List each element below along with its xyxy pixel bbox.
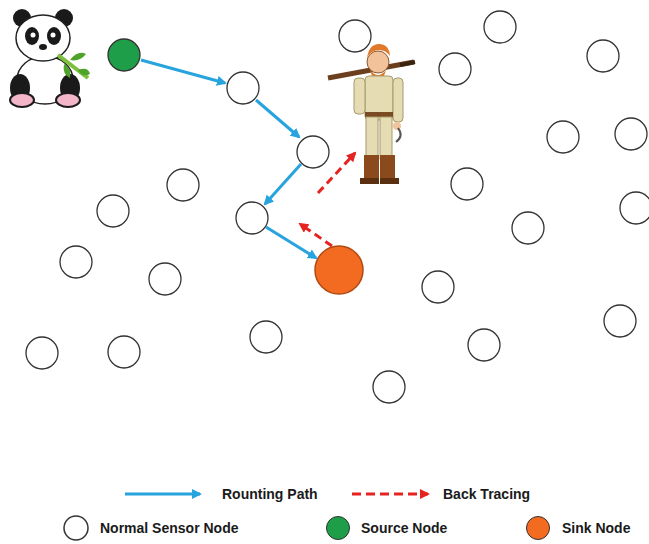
hunter-figure: [366, 117, 378, 159]
normal-sensor-node: [297, 136, 329, 168]
legend-label: Rounting Path: [222, 485, 318, 503]
sink-node: [315, 246, 363, 294]
legend-line-sample: [125, 493, 200, 496]
normal-sensor-node: [604, 305, 636, 337]
panda-figure: [39, 44, 47, 50]
normal-sensor-node: [620, 192, 649, 224]
normal-sensor-node: [451, 168, 483, 200]
legend-line-sample: [352, 493, 428, 496]
back-tracing-arrow: [300, 224, 332, 246]
hunter-figure: [380, 155, 395, 181]
hunter-figure: [364, 155, 379, 181]
source-node: [108, 39, 140, 71]
routing-path-arrow: [256, 100, 299, 137]
routing-path-arrow: [141, 60, 316, 258]
routing-path-arrow: [141, 60, 225, 83]
panda-figure: [51, 33, 56, 38]
back-tracing-arrow: [318, 153, 355, 193]
legend-label: Back Tracing: [443, 485, 530, 503]
panda-figure: [64, 64, 71, 78]
normal-sensor-node: [484, 11, 516, 43]
panda-figure: [16, 15, 70, 61]
normal-sensor-node: [26, 11, 649, 403]
hunter-figure: [365, 112, 393, 117]
normal-sensor-node: [26, 337, 58, 369]
normal-sensor-node: [60, 246, 92, 278]
panda-figure: [47, 27, 61, 45]
hunter-figure: [393, 122, 401, 130]
normal-sensor-node: [547, 121, 579, 153]
legend-label: Normal Sensor Node: [100, 519, 238, 537]
hunter-figure: [380, 178, 399, 184]
panda-figure: [31, 33, 36, 38]
normal-sensor-node: [250, 321, 282, 353]
legend-node-sample: [64, 516, 88, 540]
hunter-figure: [367, 44, 390, 58]
normal-sensor-node: [108, 336, 140, 368]
panda-figure: [78, 69, 90, 76]
normal-sensor-node: [97, 195, 129, 227]
back-tracing-arrow: [300, 153, 355, 246]
normal-sensor-node: [587, 40, 619, 72]
legend-swatch: [526, 516, 550, 540]
legend-label: Sink Node: [562, 519, 630, 537]
hunter-figure: [360, 178, 379, 184]
hunter-figure: [354, 78, 365, 114]
normal-sensor-node: [512, 212, 544, 244]
legend-label: Source Node: [361, 519, 447, 537]
normal-sensor-node: [149, 263, 181, 295]
hunter-figure: [365, 76, 393, 120]
panda-figure: [10, 93, 34, 107]
hunter-figure: [367, 51, 389, 73]
hunter-figure: [328, 44, 415, 184]
normal-sensor-node: [236, 202, 268, 234]
panda-figure: [25, 27, 39, 45]
legend-swatch: [326, 516, 350, 540]
hunter-figure: [393, 78, 403, 122]
hunter-figure: [400, 62, 415, 65]
legend-node-sample: [64, 516, 88, 540]
hunter-figure: [380, 117, 392, 159]
routing-path-arrow: [265, 164, 301, 204]
normal-sensor-node: [373, 371, 405, 403]
normal-sensor-node: [167, 169, 199, 201]
normal-sensor-node: [422, 271, 454, 303]
normal-sensor-node: [468, 329, 500, 361]
source-node: [108, 39, 140, 71]
normal-sensor-node: [339, 20, 371, 52]
panda-figure: [56, 93, 80, 107]
normal-sensor-node: [615, 118, 647, 150]
hunter-figure: [396, 128, 401, 142]
normal-sensor-node: [227, 72, 259, 104]
sink-node: [315, 246, 363, 294]
normal-sensor-node: [439, 53, 471, 85]
panda-figure: [10, 9, 90, 107]
panda-figure: [70, 53, 86, 61]
